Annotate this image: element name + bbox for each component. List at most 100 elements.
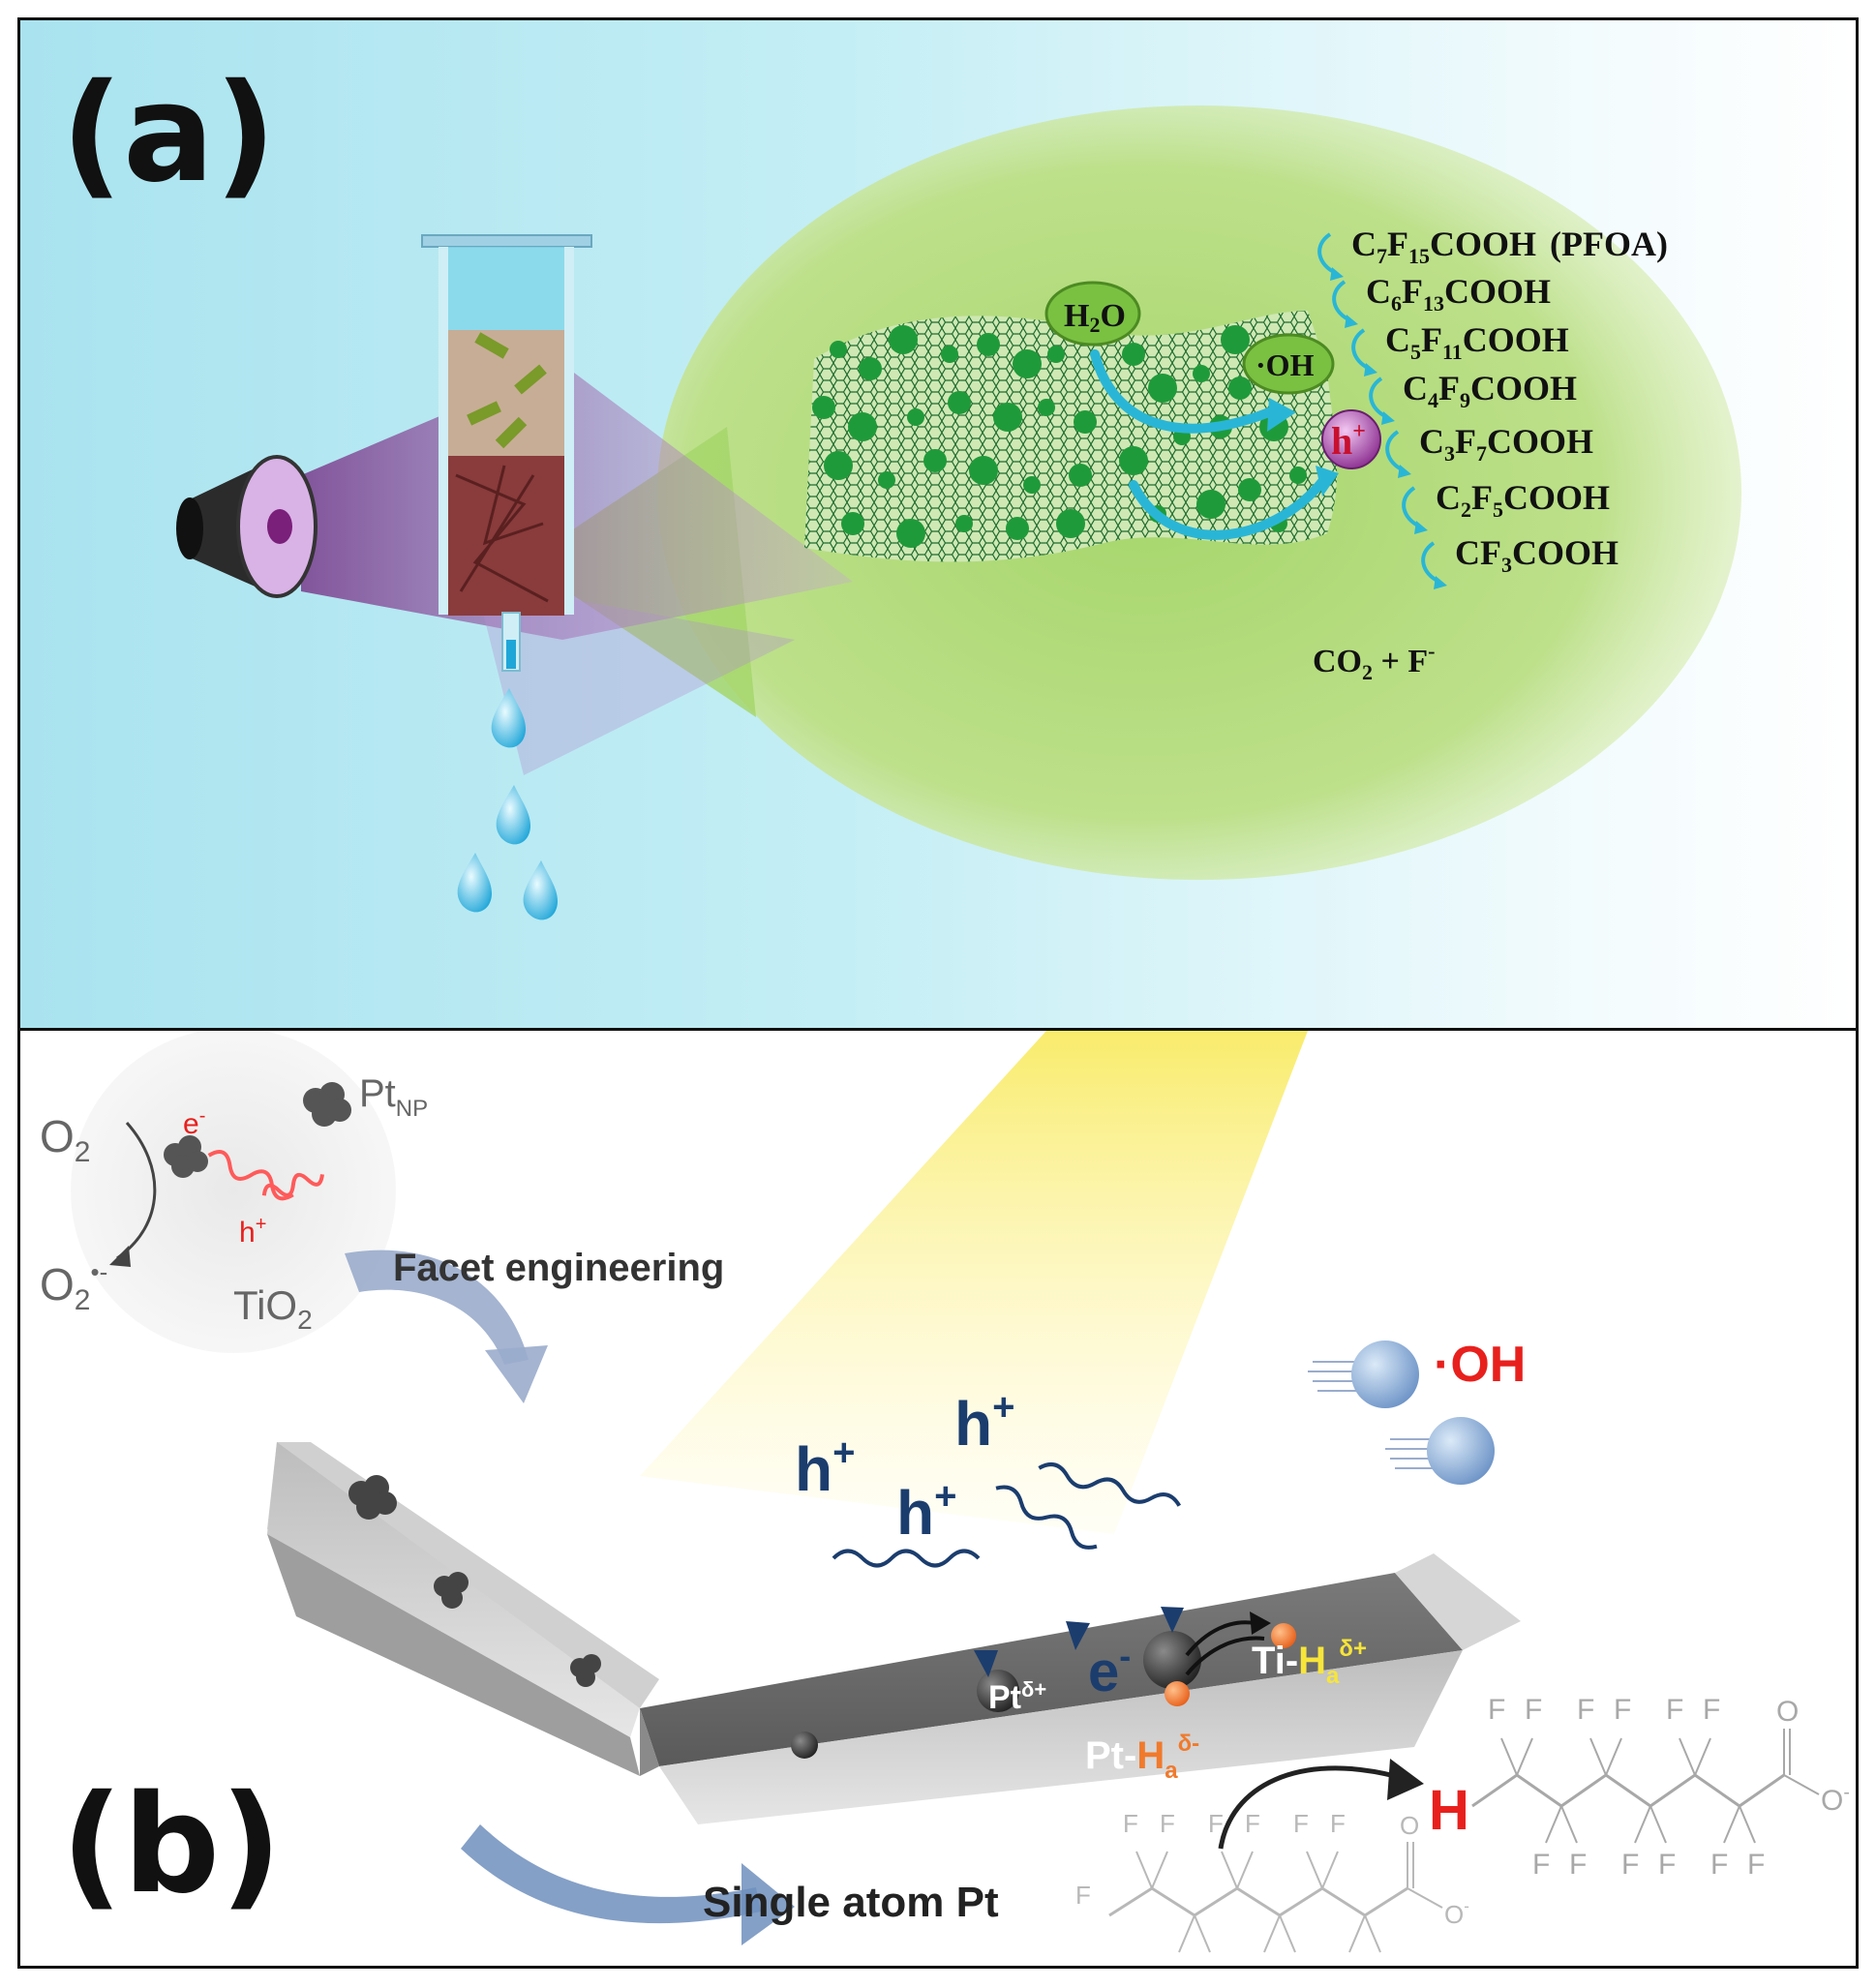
pt-np-label: PtNP — [359, 1072, 428, 1122]
tio2-particle — [977, 333, 1000, 356]
tio2-particle — [1069, 464, 1092, 487]
fluorine-label: F — [1532, 1849, 1550, 1881]
fluorine-label: F — [1330, 1809, 1346, 1838]
end-product-label: CO2 + F- — [1313, 639, 1435, 684]
panel-a-label: (a) — [61, 55, 277, 213]
tio2-particle — [830, 341, 847, 358]
reaction-arrows — [1090, 349, 1332, 540]
hole-wave — [261, 1172, 324, 1197]
chain-arrow-head-2 — [1364, 363, 1377, 377]
panel-a: (a) — [17, 17, 1859, 1031]
fluorine-label: F — [1373, 1960, 1388, 1969]
chain-compound-3: C4F9COOH — [1403, 369, 1577, 412]
hole-label: h+ — [1331, 419, 1366, 463]
ti-ha-label: Ti-Haδ+ — [1252, 1636, 1367, 1689]
tio2-particle — [1023, 476, 1041, 494]
h-atom-label: H — [1429, 1779, 1469, 1842]
fluorine-label: F — [1747, 1849, 1765, 1881]
fluorine-label: F — [1614, 1694, 1631, 1726]
oxygen-label: O — [1400, 1811, 1419, 1840]
fluorine-label: F — [1245, 1809, 1260, 1838]
hole-sphere — [1321, 409, 1381, 469]
chain-arrow-head-6 — [1434, 576, 1447, 589]
chain-arrow-head-3 — [1381, 411, 1395, 425]
fluorine-label: F — [1569, 1849, 1587, 1881]
oh-radical-1 — [1351, 1340, 1419, 1408]
tio2-particle — [955, 515, 973, 532]
defluorination-arrow — [1218, 1765, 1396, 1850]
chain-arrow-head-5 — [1414, 521, 1428, 534]
oh-label: ·OH — [1434, 1337, 1526, 1393]
tio2-particle — [1148, 374, 1177, 403]
fluorine-label: F — [1123, 1809, 1138, 1838]
fluorine-label: F — [1251, 1960, 1266, 1969]
carbon-backbone — [1471, 1773, 1785, 1808]
tio2-particle — [859, 357, 882, 380]
electron-label: e- — [1088, 1636, 1131, 1703]
tio2-particle — [1013, 349, 1042, 378]
arrow-head-1 — [1267, 398, 1296, 432]
tio2-particle — [969, 456, 998, 485]
carboxylate-label: O- — [1444, 1897, 1469, 1929]
tio2-particle — [993, 403, 1022, 432]
pt-ha-label: Pt-Haδ- — [1085, 1731, 1199, 1784]
tio2-particle — [1221, 325, 1250, 354]
single-pt-atom — [791, 1732, 818, 1759]
defluorination-arrow-head — [1387, 1759, 1424, 1800]
hole-label-1: h+ — [795, 1431, 855, 1504]
carboxylate-label: O- — [1821, 1782, 1850, 1817]
fluorine-label: F — [1621, 1849, 1639, 1881]
arrow-head-2 — [1316, 466, 1339, 497]
tio2-particle — [941, 346, 958, 363]
chain-compound-0: C7F15COOH(PFOA) — [1351, 225, 1668, 268]
fluorine-label: F — [1208, 1809, 1224, 1838]
filter-column-icon — [421, 234, 592, 672]
wave-head-2 — [1066, 1621, 1090, 1650]
tio2-label: TiO2 — [233, 1282, 313, 1335]
single-atom-arrow — [461, 1824, 761, 1924]
chain-arrow-head-1 — [1345, 315, 1358, 328]
facet-arrow-head — [485, 1345, 548, 1403]
tio2-particle — [1074, 410, 1097, 434]
tio2-particle — [923, 449, 947, 472]
fluorine-label: F — [1287, 1960, 1303, 1969]
o2-arrow-head — [109, 1246, 131, 1267]
oh-bubble — [1242, 333, 1335, 395]
tio2-particle — [878, 471, 895, 489]
pt-clusters-on-rod — [348, 1475, 601, 1687]
h2o-bubble — [1044, 281, 1141, 346]
hole-label-2: h+ — [896, 1475, 956, 1548]
fluorine-label: F — [1710, 1849, 1728, 1881]
tio2-particle — [1006, 517, 1029, 540]
lamp-icon — [176, 455, 318, 598]
tio2-particle — [1056, 509, 1085, 538]
oh-label: ·OH — [1256, 347, 1315, 382]
light-beam — [640, 1031, 1308, 1534]
single-atom-label: Single atom Pt — [703, 1879, 999, 1926]
facet-arrow — [345, 1250, 529, 1365]
panel-b: O2 O2•- e- h+ PtNP TiO2 Facet engineerin… — [17, 1028, 1859, 1969]
chain-compound-6: CF3COOH — [1455, 533, 1619, 577]
oxygen-label: O — [1776, 1696, 1799, 1728]
chain-compound-5: C2F5COOH — [1436, 478, 1610, 522]
chain-compound-1: C6F13COOH — [1366, 272, 1551, 316]
fluorine-label: F — [1488, 1694, 1505, 1726]
spillover-head — [1250, 1611, 1271, 1635]
chain-compound-2: C5F11COOH — [1385, 320, 1569, 364]
hole-label-3: h+ — [954, 1386, 1014, 1459]
electron-small-label: e- — [183, 1105, 205, 1140]
panel-a-illustration: H2O ·OH h+ C7F15COOH(PFOA)C6F13COOHC5F11… — [176, 105, 1741, 920]
tio2-particle — [1228, 377, 1252, 400]
electron-wave — [207, 1150, 294, 1201]
tio2-particle — [896, 519, 925, 548]
fluorine-label: F — [1075, 1881, 1091, 1910]
o2-reduction-arrow — [116, 1122, 157, 1260]
tio2-particle — [1047, 346, 1065, 363]
tio2-particle — [1238, 478, 1261, 501]
fluorine-label: F — [1666, 1694, 1683, 1726]
wave-head-1 — [974, 1650, 998, 1677]
tio2-particle — [1038, 399, 1055, 416]
facet-engineering-label: Facet engineering — [393, 1247, 724, 1289]
